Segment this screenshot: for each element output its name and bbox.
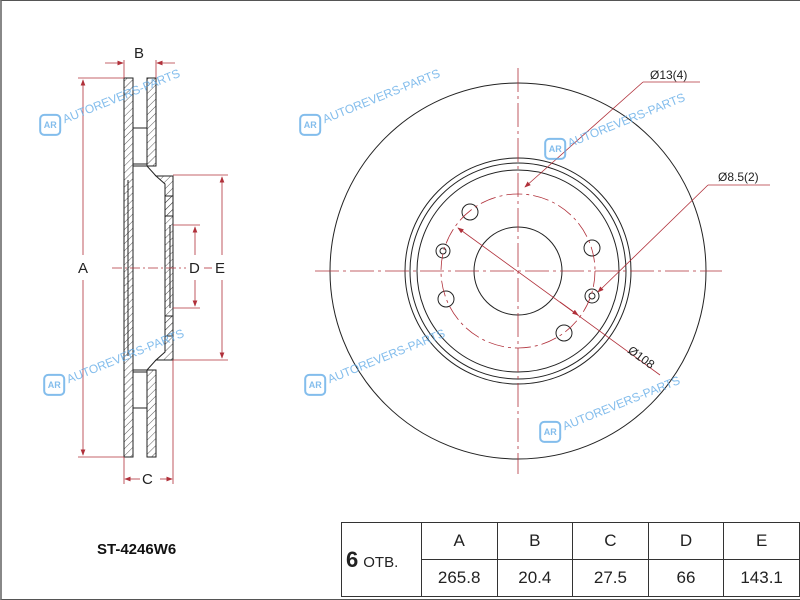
- dim-label-e: E: [215, 260, 225, 277]
- bolt-hole: [437, 290, 455, 308]
- header-a: A: [420, 522, 498, 560]
- value-b: 20.4: [496, 559, 574, 597]
- side-section-view: [123, 77, 174, 458]
- side-dimension-lines: [78, 60, 228, 484]
- bolt-hole: [461, 203, 479, 221]
- bolt-hole: [555, 324, 573, 342]
- value-a: 265.8: [420, 559, 498, 597]
- dim-label-a: A: [78, 260, 88, 277]
- pin-hole: [435, 243, 451, 259]
- value-d: 66: [647, 559, 725, 597]
- header-b: B: [496, 522, 574, 560]
- header-c: C: [572, 522, 649, 560]
- value-c: 27.5: [572, 559, 649, 597]
- callout-hole-small: Ø8.5(2): [718, 170, 759, 184]
- pin-hole: [584, 288, 600, 304]
- dim-label-d: D: [189, 260, 200, 277]
- header-d: D: [647, 522, 725, 560]
- value-e: 143.1: [723, 559, 800, 597]
- dim-label-b: B: [134, 45, 144, 62]
- front-center-lines: [315, 68, 770, 474]
- part-number: ST-4246W6: [97, 541, 177, 558]
- dim-label-c: C: [142, 471, 153, 488]
- header-e: E: [723, 522, 800, 560]
- callout-hole-large: Ø13(4): [650, 68, 687, 82]
- callout-pcd: Ø108: [625, 343, 657, 372]
- bolt-hole: [583, 239, 601, 257]
